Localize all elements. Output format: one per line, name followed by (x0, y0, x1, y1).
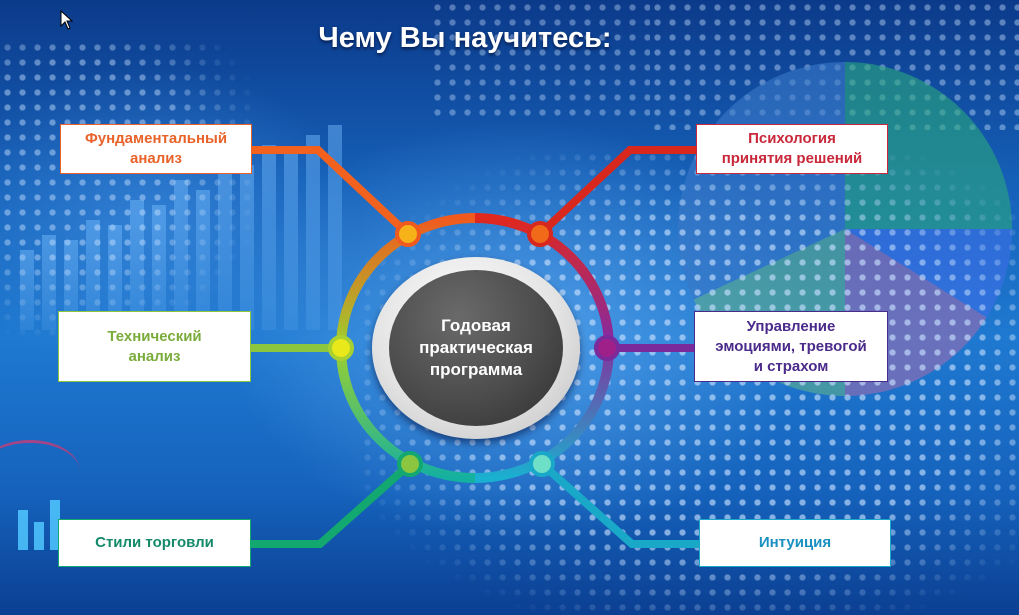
background-candlesticks (0, 470, 80, 550)
connector-psychology (537, 146, 700, 237)
slide-title: Чему Вы научитесь: (318, 22, 612, 54)
background-dot-map (0, 40, 260, 340)
topic-fundamental-analysis: Фундаментальный анализ (60, 124, 252, 174)
background-arc (0, 440, 80, 503)
node-psychology (527, 221, 553, 247)
node-intuition (529, 451, 555, 477)
node-fundamental (395, 221, 421, 247)
topic-intuition: Интуиция (699, 519, 891, 567)
background-dot-map (430, 0, 650, 120)
node-styles (397, 451, 423, 477)
node-emotion (594, 335, 620, 361)
hub-circle: Годовая практическая программа (389, 270, 563, 426)
topic-trading-styles: Стили торговли (58, 519, 251, 567)
topic-technical-analysis: Технический анализ (58, 311, 251, 382)
hub-text: Годовая практическая программа (419, 316, 533, 379)
node-technical (328, 335, 354, 361)
mouse-cursor-icon (60, 10, 74, 30)
connector-fundamental (252, 146, 411, 237)
topic-decision-psychology: Психология принятия решений (696, 124, 888, 174)
topic-emotion-control: Управление эмоциями, тревогой и страхом (694, 311, 888, 382)
connector-intuition (539, 461, 700, 548)
connector-styles (250, 461, 413, 548)
background-bar-chart (0, 90, 360, 330)
